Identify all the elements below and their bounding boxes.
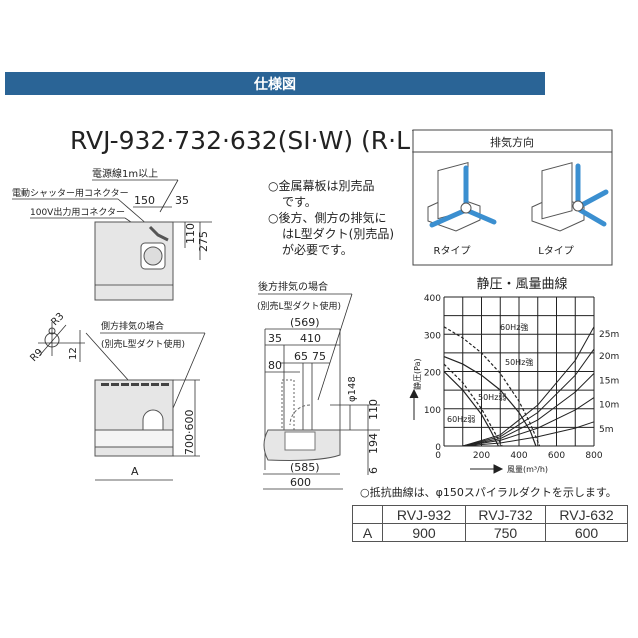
power-cord-label: 電源線1m以上 bbox=[92, 167, 158, 180]
dim-194: 194 bbox=[367, 433, 380, 454]
dim-80: 80 bbox=[268, 359, 282, 372]
keyhole-detail: R3 R9 12 bbox=[28, 311, 85, 364]
table-header-cell: RVJ-932 bbox=[382, 505, 466, 524]
table-cell: 600 bbox=[545, 523, 628, 542]
performance-curve-label: 60Hz弱 bbox=[447, 415, 475, 424]
r-type-label: Rタイプ bbox=[434, 245, 471, 257]
header-title: 仕様図 bbox=[253, 76, 296, 93]
chart-xlabel: 風量(m³/h) bbox=[507, 465, 548, 474]
dim-6: 6 bbox=[367, 467, 380, 474]
resistance-curve-label: 5m bbox=[599, 425, 614, 435]
notes: ○金属幕板は別売品 です。 ○後方、側方の排気に はL型ダクト(別売品) が必要… bbox=[268, 178, 394, 257]
dim-569: (569) bbox=[290, 316, 320, 329]
l-type-diagram bbox=[531, 162, 609, 232]
y-tick-label: 400 bbox=[424, 294, 441, 304]
side-view-drawing: 後方排気の場合 (別売L型ダクト使用) (569) 35 410 65 75 8… bbox=[257, 280, 380, 490]
chart-ylabel: 静圧(Pa) bbox=[412, 358, 422, 390]
side-exhaust-subtitle: (別売L型ダクト使用) bbox=[101, 338, 185, 350]
r-type-diagram bbox=[427, 161, 497, 232]
y-tick-label: 0 bbox=[435, 443, 441, 453]
dim-585: (585) bbox=[290, 461, 320, 474]
resistance-curve bbox=[462, 373, 595, 447]
chart-title: 静圧・風量曲線 bbox=[476, 276, 567, 292]
note-line: が必要です。 bbox=[282, 242, 353, 257]
resistance-curve-label: 10m bbox=[599, 401, 619, 411]
performance-curve bbox=[443, 356, 537, 447]
output-connector-label: 100V出力用コネクター bbox=[30, 206, 125, 218]
resistance-curve-label: 20m bbox=[599, 352, 619, 362]
chart-note: ○抵抗曲線は、φ150スパイラルダクトを示します。 bbox=[360, 485, 617, 499]
dim-65: 65 bbox=[294, 350, 308, 363]
x-tick-label: 200 bbox=[473, 451, 490, 461]
table-cell: 750 bbox=[465, 523, 546, 542]
y-axis-arrow-icon bbox=[409, 388, 419, 420]
header-bar bbox=[5, 72, 545, 95]
rear-exhaust-title: 後方排気の場合 bbox=[258, 280, 328, 293]
dim-r9: R9 bbox=[28, 347, 45, 364]
x-tick-label: 0 bbox=[435, 451, 441, 461]
side-exhaust-title: 側方排気の場合 bbox=[101, 320, 164, 332]
y-tick-label: 100 bbox=[424, 406, 441, 416]
table-header-row: RVJ-932 RVJ-732 RVJ-632 bbox=[352, 505, 628, 524]
note-line: です。 bbox=[282, 195, 317, 209]
note-line: ○後方、側方の排気に bbox=[268, 210, 386, 225]
pressure-flow-chart: 静圧・風量曲線 0 100 200 300 400 0 200 400 600 800 25m 20m… bbox=[409, 276, 619, 474]
resistance-curve bbox=[462, 326, 595, 447]
front-view-drawing: 側方排気の場合 (別売L型ダクト使用) 700·600 A bbox=[85, 320, 206, 481]
dim-height: 700·600 bbox=[183, 410, 196, 456]
performance-curve-label: 60Hz強 bbox=[500, 322, 528, 332]
table-header-cell: RVJ-732 bbox=[465, 505, 546, 524]
dim-75: 75 bbox=[312, 350, 326, 363]
dim-a: A bbox=[131, 465, 139, 478]
table-row-label: A bbox=[352, 523, 383, 542]
dim-110: 110 bbox=[367, 399, 380, 420]
performance-curve-label: 50Hz強 bbox=[505, 357, 533, 367]
dim-35: 35 bbox=[268, 332, 282, 345]
rear-exhaust-subtitle: (別売L型ダクト使用) bbox=[257, 300, 341, 312]
dim-275: 275 bbox=[197, 231, 210, 252]
performance-curve bbox=[443, 363, 503, 447]
dim-600: 600 bbox=[290, 476, 311, 489]
y-tick-label: 200 bbox=[424, 369, 441, 379]
x-axis-arrow-icon bbox=[470, 464, 504, 474]
top-view-drawing: 電源線1m以上 電動シャッター用コネクター 100V出力用コネクター 150 3… bbox=[12, 167, 212, 301]
dim-110: 110 bbox=[184, 223, 197, 244]
exhaust-direction-box: 排気方向 Rタイプ Lタイプ bbox=[412, 129, 613, 266]
x-tick-label: 400 bbox=[510, 451, 527, 461]
resistance-curve-label: 15m bbox=[599, 376, 619, 386]
spec-table: RVJ-932 RVJ-732 RVJ-632 A 900 750 600 bbox=[352, 505, 628, 542]
table-cell: 900 bbox=[382, 523, 466, 542]
note-line: ○金属幕板は別売品 bbox=[268, 178, 374, 193]
performance-curve-label: 50Hz弱 bbox=[478, 393, 506, 402]
table-header-cell: RVJ-632 bbox=[545, 505, 628, 524]
resistance-curve-label: 25m bbox=[599, 330, 619, 340]
resistance-curve bbox=[462, 397, 595, 447]
table-row: A 900 750 600 bbox=[352, 523, 628, 542]
resistance-curve bbox=[462, 421, 595, 447]
dim-410: 410 bbox=[300, 332, 321, 345]
model-title: RVJ-932·732·632(SI·W) (R·L) bbox=[70, 126, 420, 155]
dim-150: 150 bbox=[134, 194, 155, 207]
dim-phi148: φ148 bbox=[347, 376, 358, 402]
x-tick-label: 600 bbox=[548, 451, 565, 461]
table-header-cell bbox=[352, 505, 383, 524]
dim-12: 12 bbox=[68, 347, 79, 360]
note-line: はL型ダクト(別売品) bbox=[282, 226, 394, 241]
y-tick-label: 300 bbox=[424, 331, 441, 341]
resistance-curve bbox=[462, 348, 595, 447]
l-type-label: Lタイプ bbox=[538, 245, 574, 257]
performance-curve bbox=[443, 371, 499, 447]
shutter-connector-label: 電動シャッター用コネクター bbox=[12, 188, 129, 199]
dim-35: 35 bbox=[175, 194, 189, 207]
exhaust-direction-title: 排気方向 bbox=[490, 135, 534, 149]
x-tick-label: 800 bbox=[585, 451, 602, 461]
